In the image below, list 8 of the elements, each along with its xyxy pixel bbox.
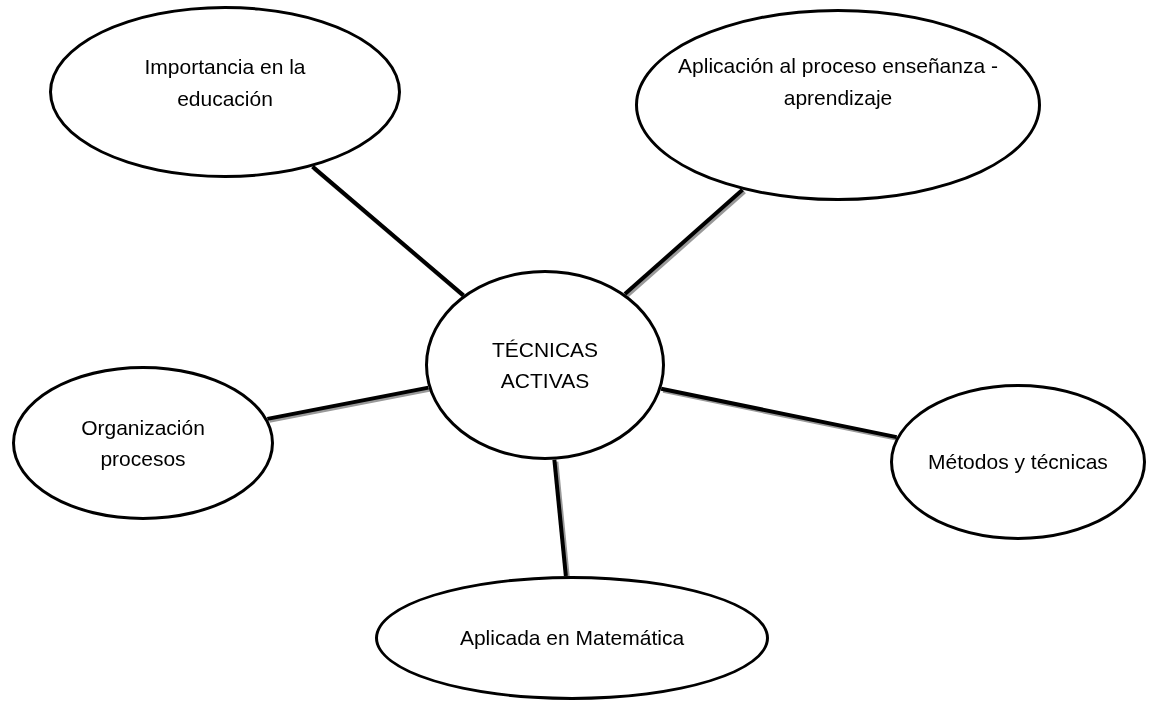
node-label: Importancia en la educación <box>143 54 307 112</box>
node-label: Organización procesos <box>80 414 206 472</box>
node-label: Métodos y técnicas <box>928 449 1108 476</box>
connector-line <box>623 188 746 298</box>
node-label: TÉCNICAS ACTIVAS <box>490 336 600 394</box>
connector-line <box>311 165 467 299</box>
node-label: Aplicada en Matemática <box>459 625 685 652</box>
node-label: Aplicación al proceso enseñanza - aprendizaje <box>678 53 998 111</box>
